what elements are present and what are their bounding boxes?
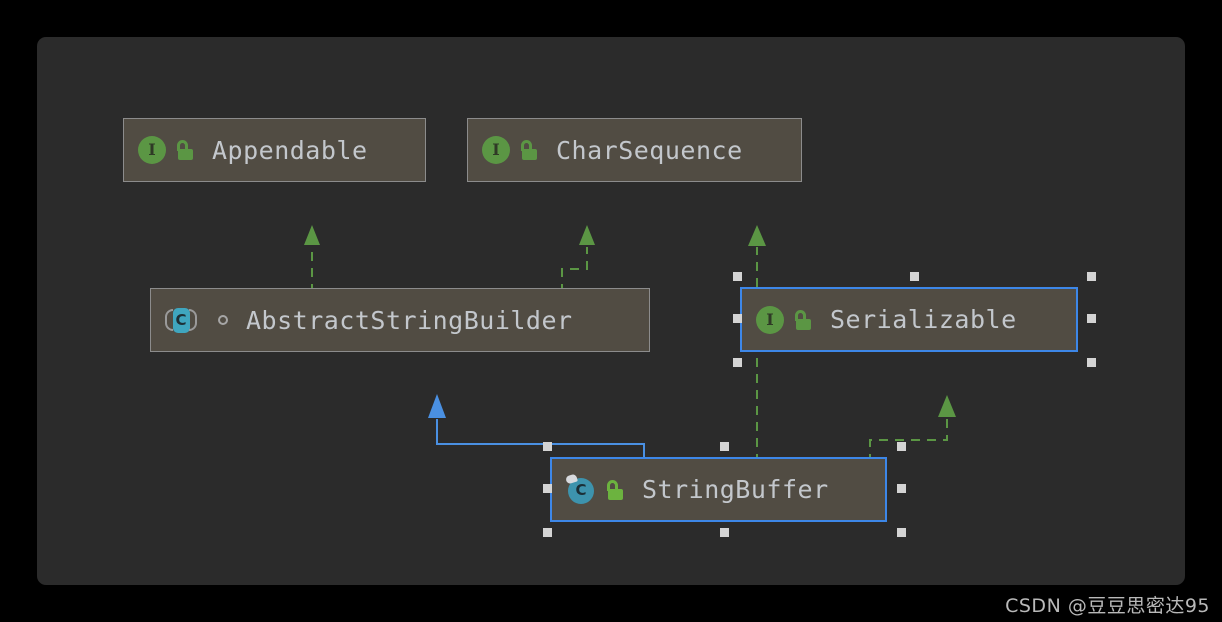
unlock-icon [793, 309, 812, 331]
watermark-text: CSDN @豆豆思密达95 [1005, 595, 1210, 617]
selection-handle-stringbuffer-top-right[interactable] [897, 442, 906, 451]
interface-icon [138, 136, 166, 164]
selection-handle-serializable-mid-right[interactable] [1087, 314, 1096, 323]
selection-handle-stringbuffer-bottom-center[interactable] [720, 528, 729, 537]
selection-handle-serializable-top-center[interactable] [910, 272, 919, 281]
uml-node-abstractstringbuilder[interactable]: AbstractStringBuilder [150, 288, 650, 352]
selection-handle-stringbuffer-top-left[interactable] [543, 442, 552, 451]
uml-node-charsequence[interactable]: CharSequence [467, 118, 802, 182]
uml-node-stringbuffer[interactable]: StringBuffer [550, 457, 887, 522]
selection-handle-stringbuffer-mid-left[interactable] [543, 484, 552, 493]
selection-handle-serializable-top-right[interactable] [1087, 272, 1096, 281]
selection-handle-stringbuffer-bottom-left[interactable] [543, 528, 552, 537]
selection-handle-serializable-mid-left[interactable] [733, 314, 742, 323]
edge-stringbuffer-charsequence [748, 225, 766, 495]
unlock-icon [605, 479, 624, 501]
interface-icon [756, 305, 784, 334]
selection-handle-stringbuffer-mid-right[interactable] [897, 484, 906, 493]
node-icons-stringbuffer [565, 472, 624, 505]
uml-node-label: Serializable [830, 305, 1017, 334]
uml-node-label: AbstractStringBuilder [246, 305, 573, 335]
uml-node-serializable[interactable]: Serializable [740, 287, 1078, 352]
uml-node-label: StringBuffer [642, 475, 829, 504]
selection-handle-serializable-bottom-left[interactable] [733, 358, 742, 367]
selection-handle-serializable-bottom-right[interactable] [1087, 358, 1096, 367]
uml-node-appendable[interactable]: Appendable [123, 118, 426, 182]
node-icons-appendable [138, 136, 194, 164]
unlock-icon [519, 139, 538, 161]
unlock-icon [175, 139, 194, 161]
interface-icon [482, 136, 510, 164]
package-private-dot-icon [218, 315, 228, 325]
uml-diagram-canvas[interactable]: Appendable (realization, straight) --> C… [37, 37, 1185, 585]
node-icons-abstractstringbuilder [165, 306, 228, 334]
node-icons-charsequence [482, 136, 538, 164]
uml-node-label: CharSequence [556, 135, 743, 165]
selection-handle-serializable-top-left[interactable] [733, 272, 742, 281]
uml-node-label: Appendable [212, 135, 368, 165]
abstract-class-icon [165, 306, 197, 334]
class-icon [565, 472, 596, 505]
selection-handle-stringbuffer-bottom-right[interactable] [897, 528, 906, 537]
node-icons-serializable [756, 305, 812, 334]
selection-handle-stringbuffer-top-center[interactable] [720, 442, 729, 451]
